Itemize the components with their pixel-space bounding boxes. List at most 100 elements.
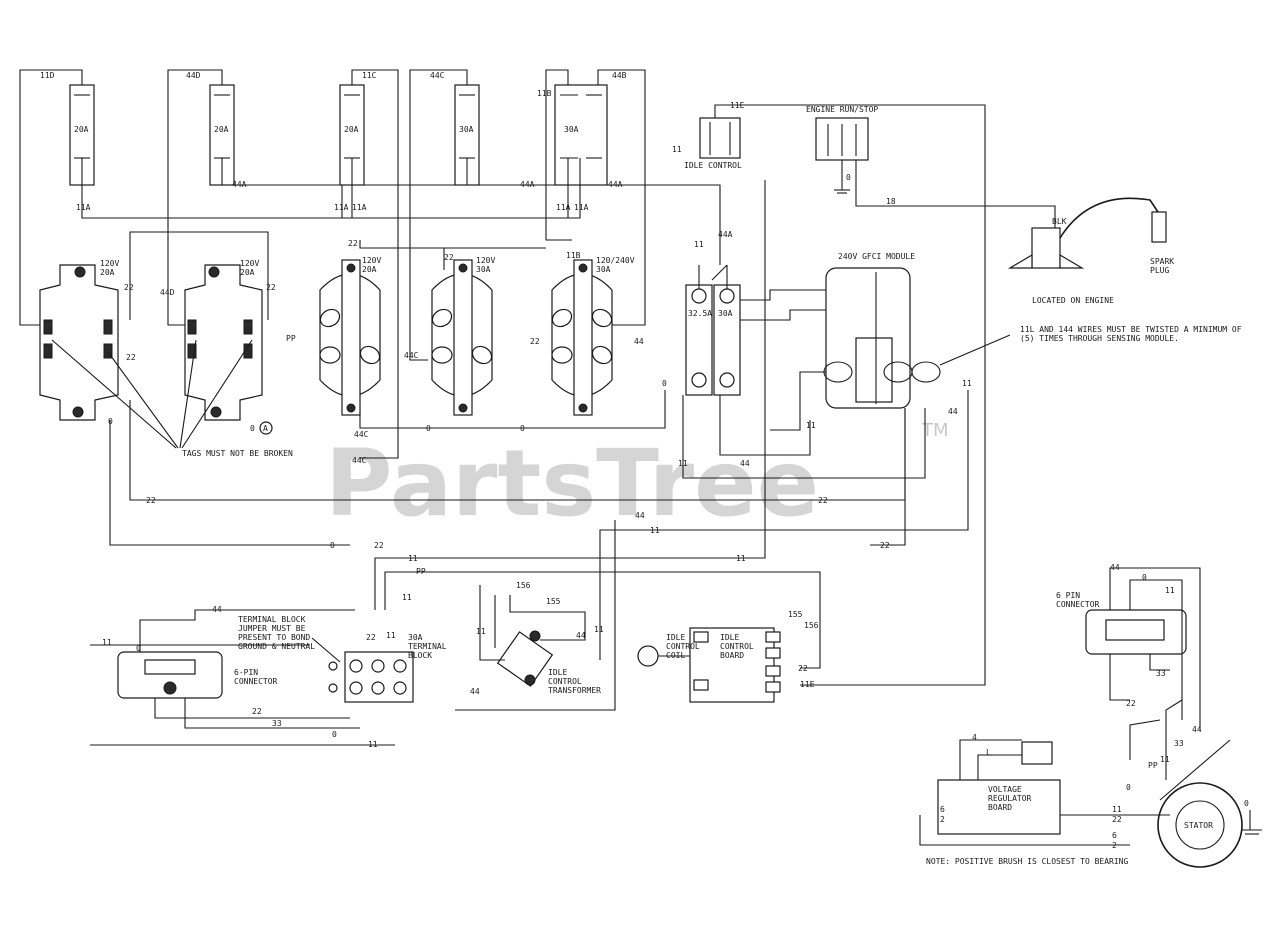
svg-text:11: 11 [1160, 755, 1170, 764]
svg-text:L: L [986, 748, 991, 757]
ground-marker-icon [259, 421, 273, 435]
svg-text:22: 22 [146, 496, 156, 505]
svg-text:IDLE CONTROL: IDLE CONTROL [684, 161, 742, 170]
breaker-rating: 30A [564, 125, 579, 134]
svg-text:22: 22 [1112, 815, 1122, 824]
mid-wiring: 0 0 0 22 22 0 22 11 44 11 11 11 44 11 22… [108, 180, 969, 711]
svg-text:11: 11 [806, 421, 816, 430]
watermark: PartsTree [325, 430, 819, 537]
breaker-rating: 20A [214, 125, 229, 134]
svg-text:0: 0 [108, 417, 113, 426]
svg-text:0: 0 [846, 173, 851, 182]
wire-label-11a-5: 11A [574, 203, 589, 212]
svg-text:0: 0 [1244, 799, 1249, 808]
mounting-screw-icon [346, 403, 356, 413]
svg-text:22: 22 [1126, 699, 1136, 708]
svg-text:22: 22 [124, 283, 134, 292]
svg-text:LOCATED ON ENGINE: LOCATED ON ENGINE [1032, 296, 1114, 305]
svg-text:0: 0 [662, 379, 667, 388]
mounting-screw-icon [210, 406, 222, 418]
spark-plug-icon [1151, 211, 1167, 243]
svg-text:155: 155 [788, 610, 803, 619]
wire-label-11c: 11C [362, 71, 377, 80]
svg-text:22: 22 [266, 283, 276, 292]
svg-text:33: 33 [1174, 739, 1184, 748]
svg-text:22: 22 [374, 541, 384, 550]
svg-text:11: 11 [672, 145, 682, 154]
watermark-tm: TM [921, 420, 949, 441]
main-breaker: 32.5A 30A 11 44A [685, 230, 741, 396]
idle-coil-icon [637, 645, 659, 667]
svg-text:ENGINE RUN/STOP: ENGINE RUN/STOP [806, 105, 878, 114]
svg-text:11: 11 [650, 526, 660, 535]
svg-text:156: 156 [516, 581, 531, 590]
svg-text:11: 11 [594, 625, 604, 634]
mounting-screw-icon [346, 263, 356, 273]
mounting-screw-icon [72, 406, 84, 418]
breaker-row: 20A 20A 20A 30A 30A 11D 44D 11 [40, 71, 627, 212]
svg-text:11B: 11B [566, 251, 581, 260]
wire-label-11b: 11B [537, 89, 552, 98]
svg-text:11: 11 [736, 554, 746, 563]
svg-text:18: 18 [886, 197, 896, 206]
mounting-screw-icon [578, 263, 588, 273]
svg-text:44: 44 [634, 337, 644, 346]
svg-text:11E: 11E [800, 680, 815, 689]
svg-text:A: A [263, 424, 268, 433]
svg-text:22: 22 [880, 541, 890, 550]
svg-text:11: 11 [476, 627, 486, 636]
svg-text:0: 0 [520, 424, 525, 433]
svg-text:33: 33 [272, 719, 282, 728]
svg-text:22: 22 [126, 353, 136, 362]
tags-note: TAGS MUST NOT BE BROKEN [182, 449, 293, 458]
svg-text:44C: 44C [354, 430, 369, 439]
svg-text:PP: PP [416, 567, 426, 576]
wire-label-44c: 44C [430, 71, 445, 80]
mounting-screw-icon [74, 266, 86, 278]
svg-text:44: 44 [1110, 563, 1120, 572]
svg-text:BLK: BLK [1052, 217, 1067, 226]
svg-text:44: 44 [948, 407, 958, 416]
gfci-module: 240V GFCI MODULE 11L AND 144 WIRES MUST … [740, 252, 1242, 431]
svg-text:0: 0 [250, 424, 255, 433]
stator: STATOR 11 33 44 PP 0 0 [1126, 699, 1262, 868]
svg-text:44A: 44A [718, 230, 733, 239]
svg-text:11: 11 [694, 240, 704, 249]
wire-label-11d: 11D [40, 71, 55, 80]
svg-text:PP: PP [286, 334, 296, 343]
svg-text:0: 0 [136, 644, 141, 653]
tag-lines: TAGS MUST NOT BE BROKEN A 0 PP [51, 334, 296, 458]
svg-text:11: 11 [386, 631, 396, 640]
wire-label-11a-1: 11A [76, 203, 91, 212]
svg-text:44C: 44C [404, 351, 419, 360]
wire-label-11a-3: 11A [352, 203, 367, 212]
svg-text:11: 11 [1165, 586, 1175, 595]
svg-text:11: 11 [102, 638, 112, 647]
svg-text:11: 11 [408, 554, 418, 563]
top-wiring [19, 69, 721, 459]
gfci-note: 11L AND 144 WIRES MUST BE TWISTED A MINI… [1020, 325, 1242, 343]
svg-text:11: 11 [1112, 805, 1122, 814]
svg-text:11: 11 [402, 593, 412, 602]
